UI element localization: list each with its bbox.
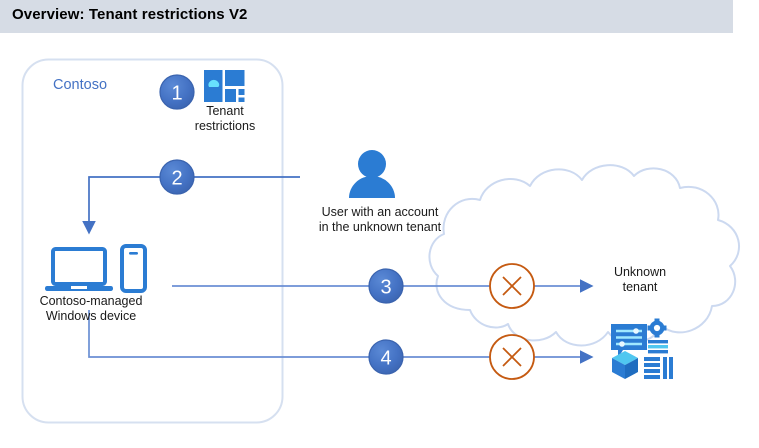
user-label: User with an account in the unknown tena…	[300, 205, 460, 235]
tenant-restrictions-label-line1: Tenant	[206, 104, 244, 118]
step-1: 1	[159, 74, 195, 110]
tenant-restrictions-icon	[204, 70, 245, 102]
svg-text:3: 3	[380, 277, 391, 299]
unknown-tenant-label-line2: tenant	[622, 280, 658, 294]
tenant-restrictions-label: Tenant restrictions	[182, 104, 268, 134]
contoso-boundary-label: Contoso	[53, 77, 108, 93]
connector-step-4	[88, 310, 594, 364]
user-label-line1: User with an account	[321, 205, 439, 219]
unknown-tenant-label-line1: Unknown	[613, 265, 667, 279]
deny-marker-3	[489, 263, 535, 309]
svg-text:4: 4	[380, 348, 391, 370]
laptop-and-phone-icon	[45, 244, 147, 293]
step-2: 2	[159, 159, 195, 195]
deny-marker-4	[489, 334, 535, 380]
page-title: Overview: Tenant restrictions V2	[12, 6, 248, 23]
user-icon	[349, 150, 395, 198]
device-label: Contoso-managed Windows device	[24, 294, 158, 324]
device-label-line2: Windows device	[45, 309, 137, 323]
title-bar	[0, 0, 733, 33]
unknown-tenant-label: Unknown tenant	[596, 265, 684, 295]
svg-text:2: 2	[171, 168, 182, 190]
svg-text:1: 1	[171, 83, 182, 105]
contoso-boundary	[21, 58, 284, 424]
connector-step-2	[82, 176, 300, 235]
cloud-shape	[428, 164, 740, 347]
device-label-line1: Contoso-managed	[39, 294, 143, 308]
step-3: 3	[368, 268, 404, 304]
user-label-line2: in the unknown tenant	[318, 220, 442, 234]
step-4: 4	[368, 339, 404, 375]
cloud-services-icon	[611, 318, 673, 379]
cube-icon	[612, 351, 638, 379]
tenant-restrictions-label-line2: restrictions	[194, 119, 256, 133]
